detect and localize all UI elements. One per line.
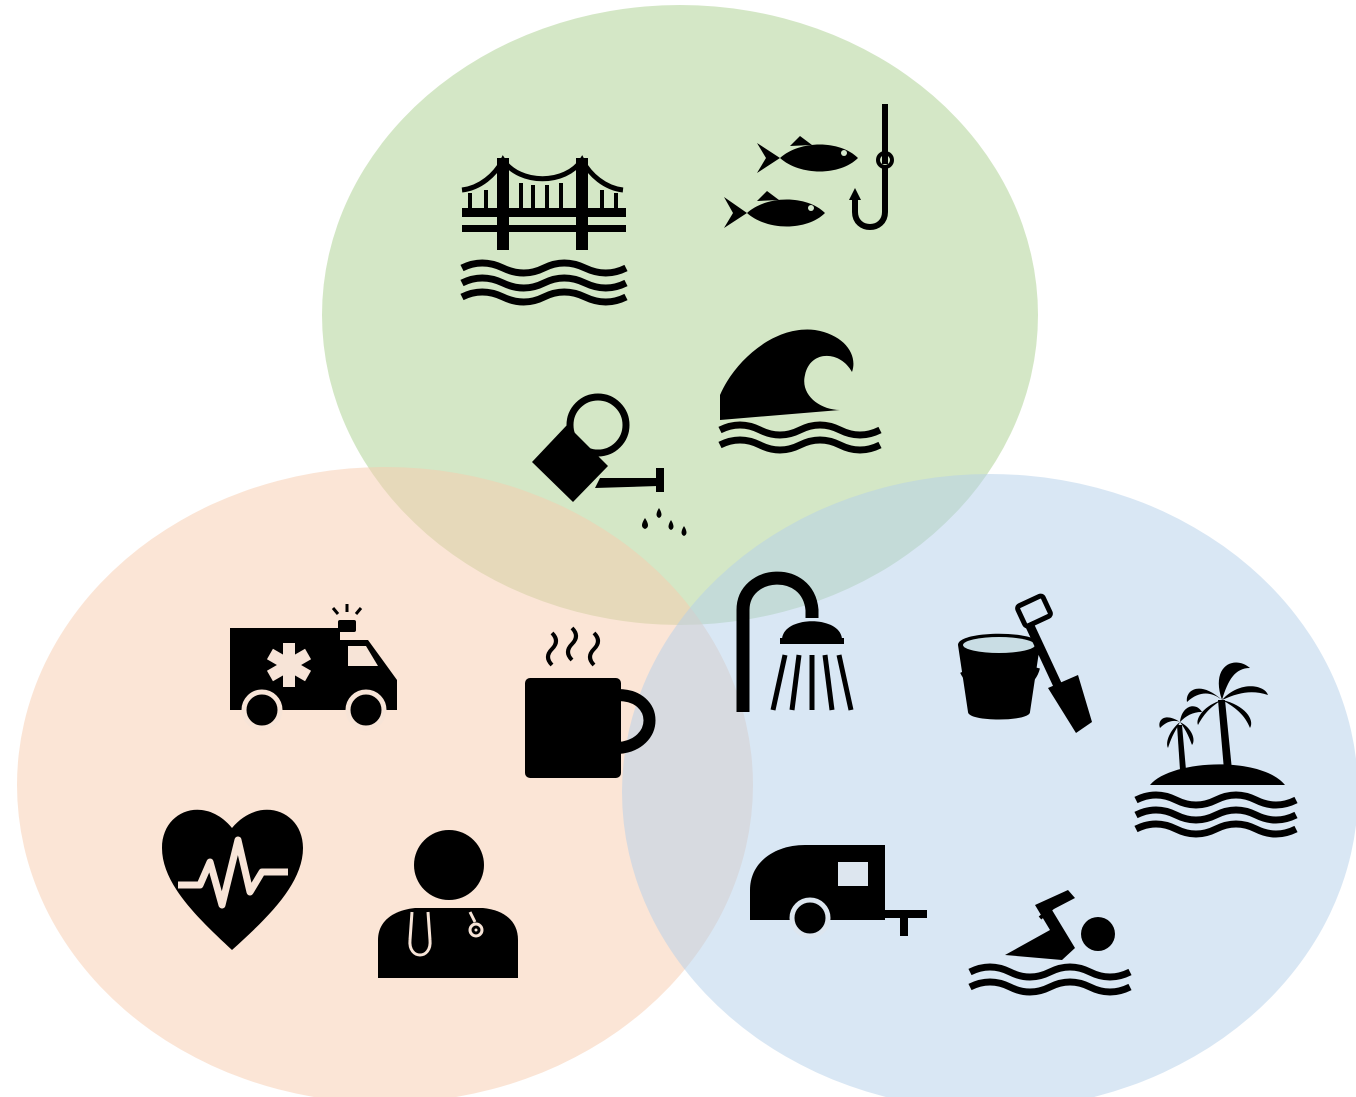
ocean-wave-icon — [718, 329, 882, 454]
bridge-over-water-icon — [460, 155, 628, 306]
camper-trailer-icon — [750, 845, 927, 939]
palm-tree-island-icon — [1134, 662, 1298, 838]
fish-and-hook-icon — [724, 104, 894, 230]
hot-drink-mug-icon — [525, 626, 656, 778]
ambulance-icon — [230, 604, 397, 731]
left-circle — [17, 467, 753, 1097]
sand-bucket-and-shovel-icon — [958, 593, 1092, 733]
shower-icon — [736, 571, 854, 712]
right-circle — [622, 474, 1356, 1097]
watering-can-icon — [532, 393, 687, 536]
doctor-icon — [378, 830, 518, 978]
heart-rate-icon — [162, 809, 303, 950]
swimmer-icon — [968, 890, 1132, 996]
